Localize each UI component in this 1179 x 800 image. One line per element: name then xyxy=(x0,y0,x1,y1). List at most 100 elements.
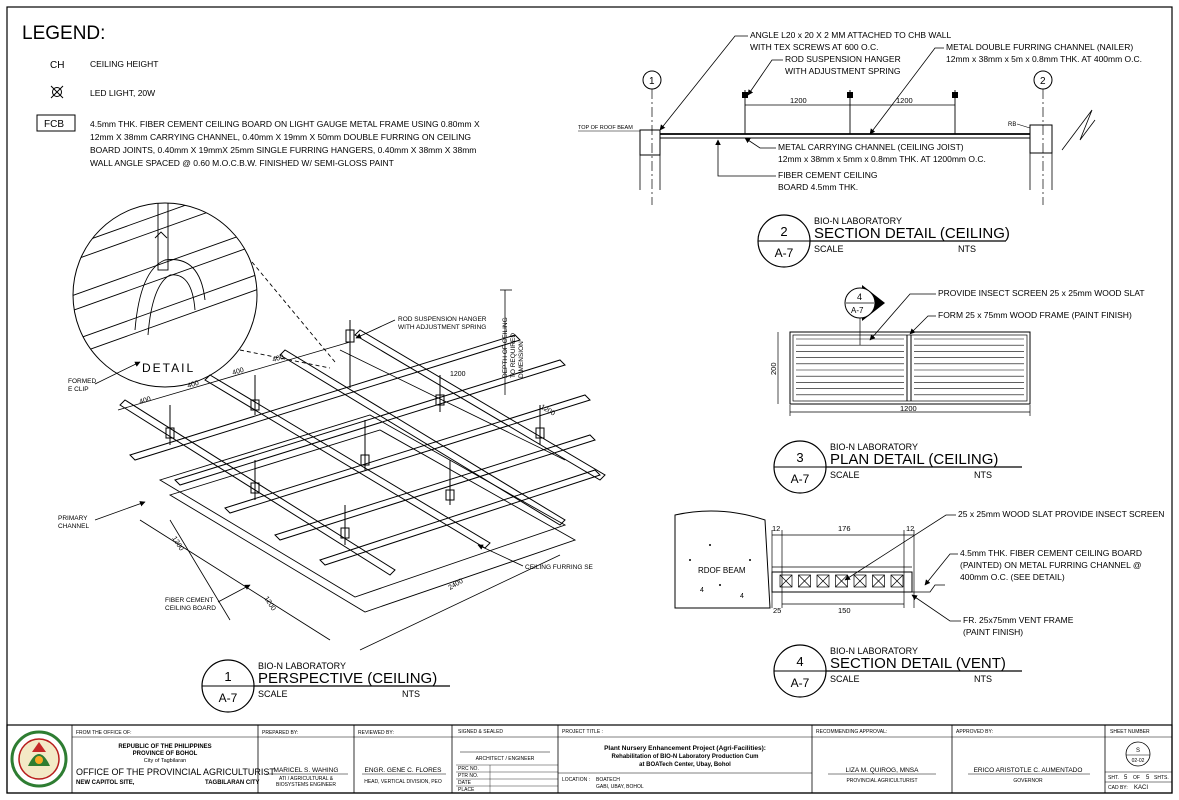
note-rod-1: ROD SUSPENSION HANGER xyxy=(785,54,901,64)
legend-fcb-line-2: 12mm X 38mm CARRYING CHANNEL, 0.40mm X 1… xyxy=(90,132,471,142)
from-office-label: FROM THE OFFICE OF: xyxy=(76,730,131,736)
shts-label: SHTS. xyxy=(1154,775,1169,781)
slat-section-box xyxy=(890,574,904,588)
roof-beam-label: RDOF BEAM xyxy=(698,566,746,575)
sht-number: 5 xyxy=(1124,775,1128,781)
led-light-symbol-icon xyxy=(50,85,64,99)
reviewed-role: HEAD, VERTICAL DIVISION, PEO xyxy=(364,779,442,785)
province-text: PROVINCE OF BOHOL xyxy=(133,751,198,757)
title-number: 4 xyxy=(796,654,803,669)
location-line-2: GABI, UBAY, BOHOL xyxy=(596,784,644,790)
prc-label: PRC NO. xyxy=(458,766,479,772)
prepared-role-1: ATI / AGRICULTURAL & xyxy=(279,776,334,782)
label-fiber-cement-1: FIBER CEMENT xyxy=(165,597,213,604)
detail-circle: DETAIL xyxy=(72,202,336,388)
grid-label-2: 2 xyxy=(1040,76,1046,87)
site-city-text: TAGBILARAN CITY xyxy=(205,780,260,786)
dim-2400: 2400 xyxy=(448,578,465,592)
place-label: PLACE xyxy=(458,787,475,793)
slat-section-cross xyxy=(890,574,904,588)
note-vent-board-2: (PAINTED) ON METAL FURRING CHANNEL @ xyxy=(960,560,1141,570)
note-insect-screen: PROVIDE INSECT SCREEN 25 x 25mm WOOD SLA… xyxy=(938,288,1145,298)
signed-label: SIGNED & SEALED xyxy=(458,729,503,735)
vent-slats xyxy=(796,338,1024,396)
plan-dim-height: 200 xyxy=(769,362,778,375)
note-angle-2: WITH TEX SCREWS AT 600 O.C. xyxy=(750,42,878,52)
vent-dim-176: 176 xyxy=(838,524,851,533)
provincial-seal-icon xyxy=(10,730,68,788)
perspective-dimensions xyxy=(117,289,566,651)
vent-dim-12-right: 12 xyxy=(906,524,914,533)
note-wood-frame: FORM 25 x 75mm WOOD FRAME (PAINT FINISH) xyxy=(938,310,1132,320)
label-rod-hanger-2: WITH ADJUSTMENT SPRING xyxy=(398,324,486,331)
cad-label: CAD BY: xyxy=(1108,785,1128,791)
title-project: BIO-N LABORATORY xyxy=(830,442,918,452)
legend-fcb-box xyxy=(36,114,76,132)
dim-1200-c: 1200 xyxy=(170,535,184,552)
title-project: BIO-N LABORATORY xyxy=(814,216,902,226)
roof-beam-section xyxy=(674,510,771,609)
note-board-2: BOARD 4.5mm THK. xyxy=(778,182,858,192)
project-title-3: at BOATech Center, Ubay, Bohol xyxy=(639,762,731,768)
label-ceiling-furring: CEILING FURRING SE xyxy=(525,564,594,571)
note-double-1: METAL DOUBLE FURRING CHANNEL (NAILER) xyxy=(946,42,1133,52)
dim-400-d: 400 xyxy=(272,354,285,364)
rb-label: RB xyxy=(1008,122,1016,128)
slat-section-box xyxy=(816,574,830,588)
title-text: PLAN DETAIL (CEILING) xyxy=(830,451,998,468)
note-wood-slat: 25 x 25mm WOOD SLAT PROVIDE INSECT SCREE… xyxy=(958,509,1164,519)
of-label: OF xyxy=(1133,775,1140,781)
cad-name: KACI xyxy=(1134,785,1148,791)
dim-1200-d: 1200 xyxy=(262,595,276,612)
site-text: NEW CAPITOL SITE, xyxy=(76,780,135,786)
sheet-number-label: SHEET NUMBER xyxy=(1110,729,1150,735)
title-nts: NTS xyxy=(402,689,420,699)
note-carrying-1: METAL CARRYING CHANNEL (CEILING JOIST) xyxy=(778,142,964,152)
note-vent-frame-2: (PAINT FINISH) xyxy=(963,627,1023,637)
beam-mark-1: 4 xyxy=(700,587,704,594)
title-nts: NTS xyxy=(958,244,976,254)
title-sheet: A-7 xyxy=(775,246,794,260)
label-primary-1: PRIMARY xyxy=(58,515,88,522)
title-number: 2 xyxy=(780,224,787,239)
slat-section-box xyxy=(872,574,885,588)
title-number: 1 xyxy=(224,669,231,684)
perspective-ceiling-drawing: DETAIL FORMED E CLIP xyxy=(58,202,606,651)
reviewed-label: REVIEWED BY: xyxy=(358,730,394,736)
detail-leader-2 xyxy=(239,349,331,369)
title-scale: SCALE xyxy=(830,674,860,684)
legend-symbol-fcb: FCB xyxy=(44,119,64,130)
legend-fcb-line-1: 4.5mm THK. FIBER CEMENT CEILING BOARD ON… xyxy=(90,119,480,129)
note-angle-1: ANGLE L20 x 20 X 2 MM ATTACHED TO CHB WA… xyxy=(750,30,952,40)
legend-text-ch: CEILING HEIGHT xyxy=(90,59,158,69)
vent-dim-150: 150 xyxy=(838,606,851,615)
note-carrying-2: 12mm x 38mm x 5mm x 0.8mm THK. AT 1200mm… xyxy=(778,154,986,164)
title-scale: SCALE xyxy=(830,470,860,480)
dim-400-c: 400 xyxy=(232,367,245,377)
title-sheet: A-7 xyxy=(791,472,810,486)
section-dim-1200-b: 1200 xyxy=(896,96,913,105)
prepared-name: MARICEL S. WAHING xyxy=(274,767,339,774)
note-double-2: 12mm x 38mm x 5m x 0.8mm THK. AT 400mm O… xyxy=(946,54,1142,64)
slat-section-box xyxy=(835,574,848,588)
note-vent-board-3: 400mm O.C. (SEE DETAIL) xyxy=(960,572,1065,582)
label-depth-1: DEPTH OF CEILING xyxy=(502,317,509,378)
architect-label: ARCHITECT / ENGINEER xyxy=(476,756,535,762)
sht-label: SHT. xyxy=(1108,775,1119,781)
slat-section-cross xyxy=(816,574,830,588)
sheet-circle-bottom: 02-02 xyxy=(1132,758,1145,764)
legend: LEGEND: CH CEILING HEIGHT LED LIGHT, 20W… xyxy=(22,23,480,168)
prepared-label: PREPARED BY: xyxy=(262,730,298,736)
section-callout-4: 4 A-7 xyxy=(844,285,885,345)
title-nts: NTS xyxy=(974,470,992,480)
project-label: PROJECT TITLE : xyxy=(562,729,603,735)
recommending-label: RECOMMENDING APPROVAL: xyxy=(816,729,887,735)
legend-fcb-line-4: WALL ANGLE SPACED @ 0.60 M.O.C.B.W. FINI… xyxy=(90,158,394,168)
of-number: 5 xyxy=(1146,775,1150,781)
city-text: City of Tagbilaran xyxy=(144,758,186,764)
label-depth-3: DIMENSION xyxy=(518,341,525,378)
section-detail-ceiling-drawing: 1 2 1200 1200 TOP OF ROOF BEAM RB ANGLE … xyxy=(578,30,1142,205)
legend-fcb-line-3: BOARD JOINTS, 0.40mm X 19mmX 25mm SINGLE… xyxy=(90,145,476,155)
note-vent-board-1: 4.5mm THK. FIBER CEMENT CEILING BOARD xyxy=(960,548,1142,558)
